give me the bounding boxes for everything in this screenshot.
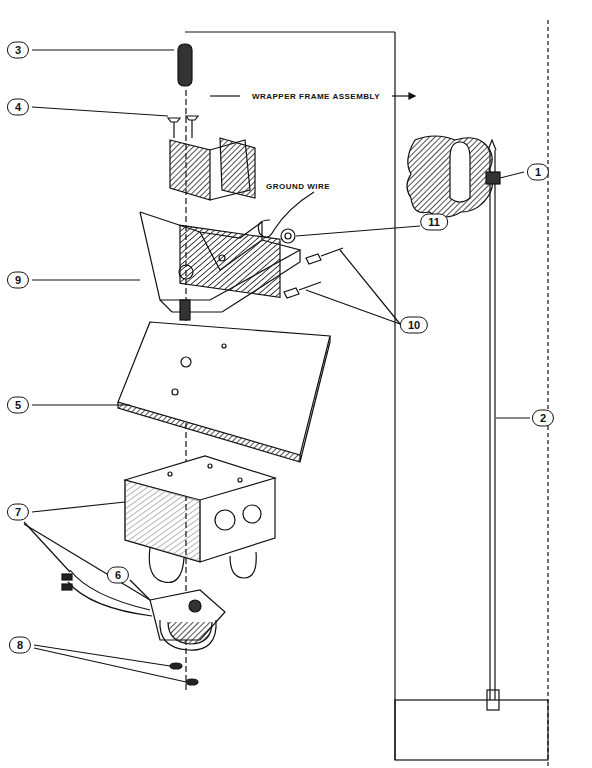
part-label: GROUND WIRE <box>264 182 332 191</box>
callout-number: 10 <box>400 317 428 334</box>
callout-number: 3 <box>7 42 29 59</box>
callout-number: 8 <box>9 637 31 654</box>
callout-number: 5 <box>7 397 29 414</box>
callout-number: 4 <box>7 99 29 116</box>
callout-number: 2 <box>532 410 554 427</box>
callout-number: 9 <box>7 272 29 289</box>
callout-number: 6 <box>107 567 129 584</box>
part-label: WRAPPER FRAME ASSEMBLY <box>250 92 382 101</box>
callout-number: 11 <box>420 214 448 231</box>
callout-number: 1 <box>527 164 549 181</box>
callout-number: 7 <box>7 504 29 521</box>
